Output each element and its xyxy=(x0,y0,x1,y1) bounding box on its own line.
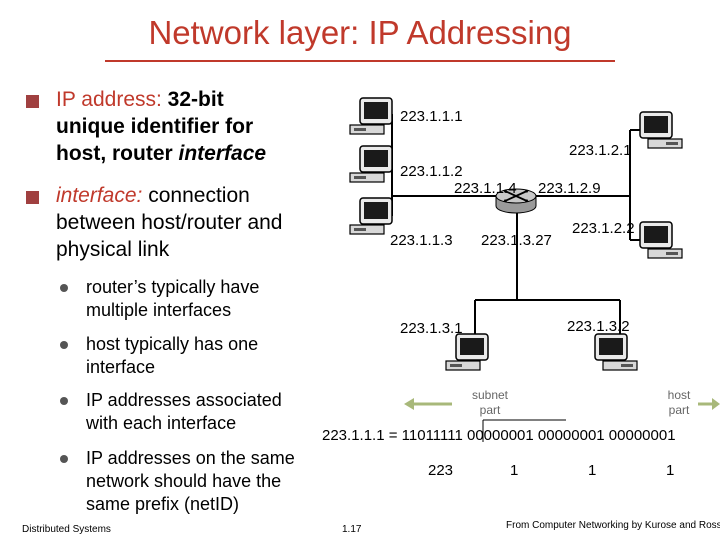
bullet-text: with each interface xyxy=(86,413,237,433)
title-underline xyxy=(105,60,615,62)
desktop-computer-icon xyxy=(594,333,638,371)
bullet-square-icon xyxy=(26,191,39,204)
router-icon xyxy=(495,188,537,214)
interface-term: interface xyxy=(178,142,267,165)
bullet-text: network should have the xyxy=(86,471,282,491)
page-title: Network layer: IP Addressing xyxy=(148,14,572,51)
bullet-text: router’s typically have xyxy=(86,277,260,297)
bullet-text: between host/router and xyxy=(56,211,283,234)
ip-label-223-1-3-2: 223.1.3.2 xyxy=(567,318,630,335)
bullet-dot-icon xyxy=(60,397,68,405)
bullet-text: 32-bit xyxy=(161,88,224,111)
page-number: 1.17 xyxy=(342,524,362,535)
sub-bullet-router: router’s typically have multiple interfa… xyxy=(60,276,260,322)
sub-bullet-host: host typically has one interface xyxy=(60,333,259,379)
bullet-text: host typically has one xyxy=(86,334,259,354)
binary-address: 223.1.1.1 = 11011111 00000001 00000001 0… xyxy=(322,427,676,444)
interface-term: interface: xyxy=(56,184,143,207)
bullet-interface: interface: connection between host/route… xyxy=(26,182,283,263)
ip-label-223-1-3-1: 223.1.3.1 xyxy=(400,320,463,337)
bullet-text: physical link xyxy=(56,238,170,261)
desktop-computer-icon xyxy=(349,97,393,135)
arrow-left-icon xyxy=(404,398,414,410)
ip-address-term: IP address: xyxy=(56,88,162,111)
bullet-square-icon xyxy=(26,95,39,108)
host-part-label: host part xyxy=(667,388,691,417)
sub-bullet-prefix: IP addresses on the same network should … xyxy=(60,447,295,516)
footer-credit: From Computer Networking by Kurose and R… xyxy=(506,520,720,531)
bullet-text: IP addresses on the same xyxy=(86,448,295,468)
ip-label-223-1-1-2: 223.1.1.2 xyxy=(400,163,463,180)
bullet-text: host, router xyxy=(56,142,179,165)
decimal-octet-2: 1 xyxy=(510,462,519,479)
ip-label-223-1-1-1: 223.1.1.1 xyxy=(400,108,463,125)
desktop-computer-icon xyxy=(639,111,683,149)
bullet-dot-icon xyxy=(60,341,68,349)
subnet-part-label: subnet part xyxy=(471,388,509,417)
ip-label-223-1-1-3: 223.1.1.3 xyxy=(390,232,453,249)
bullet-text: unique identifier for xyxy=(56,115,254,138)
bullet-dot-icon xyxy=(60,455,68,463)
desktop-computer-icon xyxy=(639,221,683,259)
decimal-octet-1: 223 xyxy=(428,462,454,479)
footer-left: Distributed Systems xyxy=(22,524,111,535)
arrow-right-icon xyxy=(712,398,720,410)
bullet-text: IP addresses associated xyxy=(86,390,282,410)
ip-label-223-1-2-1: 223.1.2.1 xyxy=(569,142,632,159)
desktop-computer-icon xyxy=(349,145,393,183)
decimal-octet-3: 1 xyxy=(588,462,597,479)
bullet-dot-icon xyxy=(60,284,68,292)
ip-label-223-1-3-27: 223.1.3.27 xyxy=(481,232,552,249)
bullet-text: interface xyxy=(86,357,156,377)
bullet-text: multiple interfaces xyxy=(86,300,232,320)
desktop-computer-icon xyxy=(349,197,393,235)
desktop-computer-icon xyxy=(445,333,489,371)
ip-label-223-1-2-2: 223.1.2.2 xyxy=(572,220,635,237)
decimal-octet-4: 1 xyxy=(666,462,675,479)
sub-bullet-associated: IP addresses associated with each interf… xyxy=(60,389,282,435)
ip-label-223-1-1-4: 223.1.1.4 xyxy=(454,180,517,197)
bullet-text: connection xyxy=(142,184,250,207)
bullet-ip-address: IP address: 32-bit unique identifier for… xyxy=(26,86,267,167)
ip-label-223-1-2-9: 223.1.2.9 xyxy=(538,180,601,197)
bullet-text: same prefix (netID) xyxy=(86,494,240,514)
